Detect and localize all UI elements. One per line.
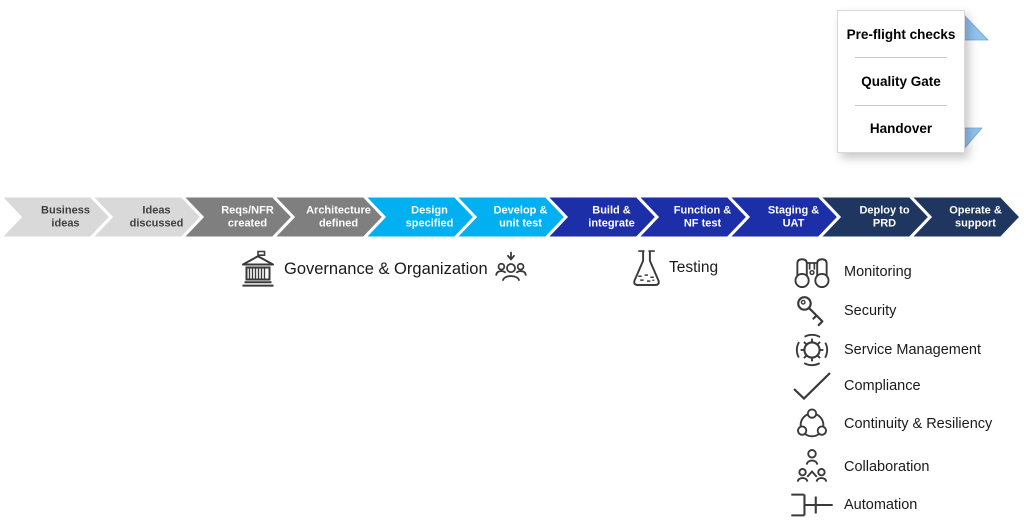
pipeline-stage-ideas-discussed [88, 196, 205, 238]
pipeline-stage-label-operate-support: Operate &support [949, 205, 1002, 230]
government-building-icon [239, 250, 277, 288]
quality-gate-callout: Pre-flight checks Quality Gate Handover [837, 10, 965, 153]
key-icon [790, 294, 834, 328]
cycle-icon [790, 406, 834, 442]
testing-label: Testing [669, 259, 719, 276]
governance-label: Governance & Organization [284, 259, 488, 278]
arrow-down-icon [961, 127, 983, 153]
operations-item-continuity-resiliency: Continuity & Resiliency [790, 406, 992, 442]
org-chart-people-icon [790, 448, 834, 486]
operations-item-compliance: Compliance [790, 368, 921, 404]
pipeline-stage-reqs-nfr-created [179, 196, 296, 238]
operations-item-label: Continuity & Resiliency [844, 416, 993, 432]
operations-item-security: Security [790, 293, 896, 329]
operations-item-label: Service Management [844, 342, 982, 358]
arrow-up-icon [961, 12, 989, 41]
pipeline-stage-business-ideas [0, 196, 114, 238]
divider [855, 104, 947, 106]
pipeline-stage-operate-support [907, 196, 1024, 238]
operations-item-label: Automation [844, 497, 918, 513]
pipeline-stage-label-function-nf-test: Function &NF test [674, 205, 731, 230]
operations-item-label: Collaboration [844, 459, 930, 475]
pipeline-stage-build-integrate [543, 196, 660, 238]
bracket-merge-icon [790, 489, 834, 521]
binoculars-icon [790, 255, 834, 289]
governance-annotation: Governance & Organization [239, 249, 527, 289]
lifebuoy-icon [790, 332, 834, 368]
operations-item-label: Compliance [844, 378, 921, 394]
pipeline-stage-function-nf-test [634, 196, 751, 238]
pipeline-stage-develop-unit-test [452, 196, 569, 238]
operations-item-service-management: Service Management [790, 332, 981, 368]
operations-item-automation: Automation [790, 487, 917, 523]
callout-item-preflight-checks: Pre-flight checks [846, 26, 956, 42]
pipeline-stage-architecture-defined [270, 196, 387, 238]
operations-item-label: Security [844, 303, 897, 319]
pipeline-stage-design-specified [361, 196, 478, 238]
pipeline-stage-label-build-integrate: Build &integrate [588, 205, 634, 230]
checkmark-icon [790, 372, 834, 400]
pipeline-stage-deploy-prd [816, 196, 933, 238]
operations-item-collaboration: Collaboration [790, 449, 929, 485]
testing-annotation: Testing [631, 248, 718, 288]
team-join-icon [494, 251, 527, 288]
pipeline-stage-label-staging-uat: Staging &UAT [768, 205, 819, 230]
operations-item-monitoring: Monitoring [790, 254, 912, 290]
operations-item-label: Monitoring [844, 264, 912, 280]
divider [855, 57, 947, 59]
flow-arrows [961, 12, 989, 153]
pipeline-stage-label-develop-unit-test: Develop &unit test [494, 205, 548, 230]
flask-icon [631, 248, 662, 289]
pipeline-stage-staging-uat [725, 196, 842, 238]
callout-item-quality-gate: Quality Gate [861, 73, 941, 89]
callout-item-handover: Handover [869, 121, 933, 137]
